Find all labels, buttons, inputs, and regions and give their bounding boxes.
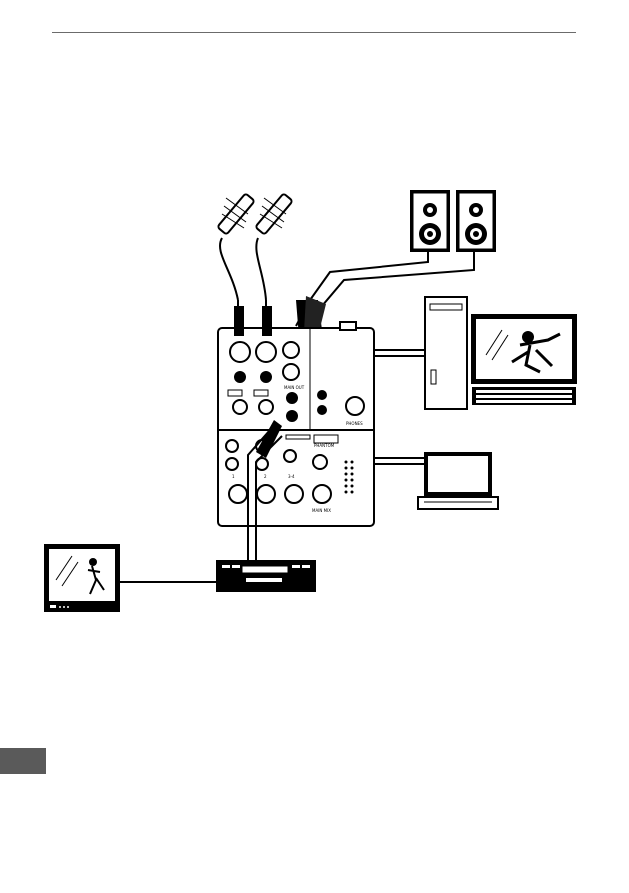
mixer: MAIN OUT PHONES PHANTOM 1 2 3-4 xyxy=(218,322,374,526)
label-main-out: MAIN OUT xyxy=(284,385,305,390)
microphone-left xyxy=(217,193,254,300)
speaker-left xyxy=(410,190,450,252)
tv-screen xyxy=(44,544,120,612)
label-ch34: 3-4 xyxy=(288,474,295,479)
desktop-computer xyxy=(425,297,577,409)
recorder-deck xyxy=(216,560,316,592)
label-main-mix: MAIN MIX xyxy=(312,508,331,513)
microphone-right xyxy=(255,193,292,300)
page-side-tab xyxy=(0,748,46,774)
laptop xyxy=(418,452,498,509)
label-phones: PHONES xyxy=(346,421,363,426)
label-phantom: PHANTOM xyxy=(314,443,335,448)
speaker-right xyxy=(456,190,496,252)
